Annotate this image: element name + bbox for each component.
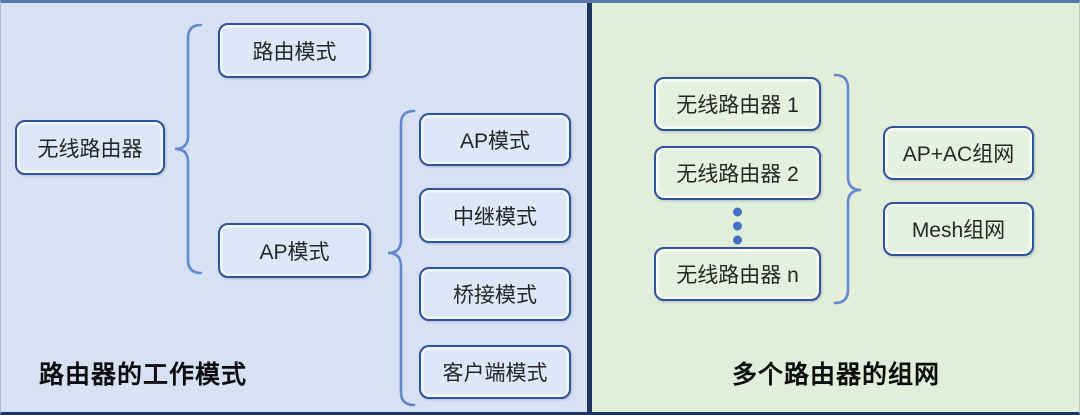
node-wireless-router-1: 无线路由器 1 xyxy=(654,77,821,131)
node-routing-mode: 路由模式 xyxy=(218,23,371,78)
node-wireless-router: 无线路由器 xyxy=(15,120,165,175)
node-relay-mode: 中继模式 xyxy=(419,188,571,243)
node-mesh-networking: Mesh组网 xyxy=(883,202,1034,256)
left-panel-title: 路由器的工作模式 xyxy=(39,361,248,389)
node-wireless-router-2: 无线路由器 2 xyxy=(654,146,821,200)
vertical-ellipsis-icon xyxy=(733,207,742,245)
right-brace-icon xyxy=(833,73,862,305)
node-ap-ac-networking: AP+AC组网 xyxy=(883,126,1034,180)
left-panel-working-modes: 无线路由器 路由模式 AP模式 AP模式 中继模式 桥接模式 客户端模式 路由器… xyxy=(1,3,587,412)
left-brace-icon xyxy=(174,23,203,275)
right-panel-networking: 无线路由器 1 无线路由器 2 无线路由器 n AP+AC组网 Mesh组网 多… xyxy=(592,3,1079,412)
node-wireless-router-n: 无线路由器 n xyxy=(654,247,821,301)
right-panel-title: 多个路由器的组网 xyxy=(731,361,940,389)
node-ap-mode-sub: AP模式 xyxy=(419,113,571,166)
node-bridge-mode: 桥接模式 xyxy=(419,267,571,321)
left-sub-brace-icon xyxy=(387,109,416,407)
node-ap-mode-parent: AP模式 xyxy=(218,223,371,278)
panel-divider xyxy=(587,3,592,412)
node-client-mode: 客户端模式 xyxy=(419,345,571,399)
